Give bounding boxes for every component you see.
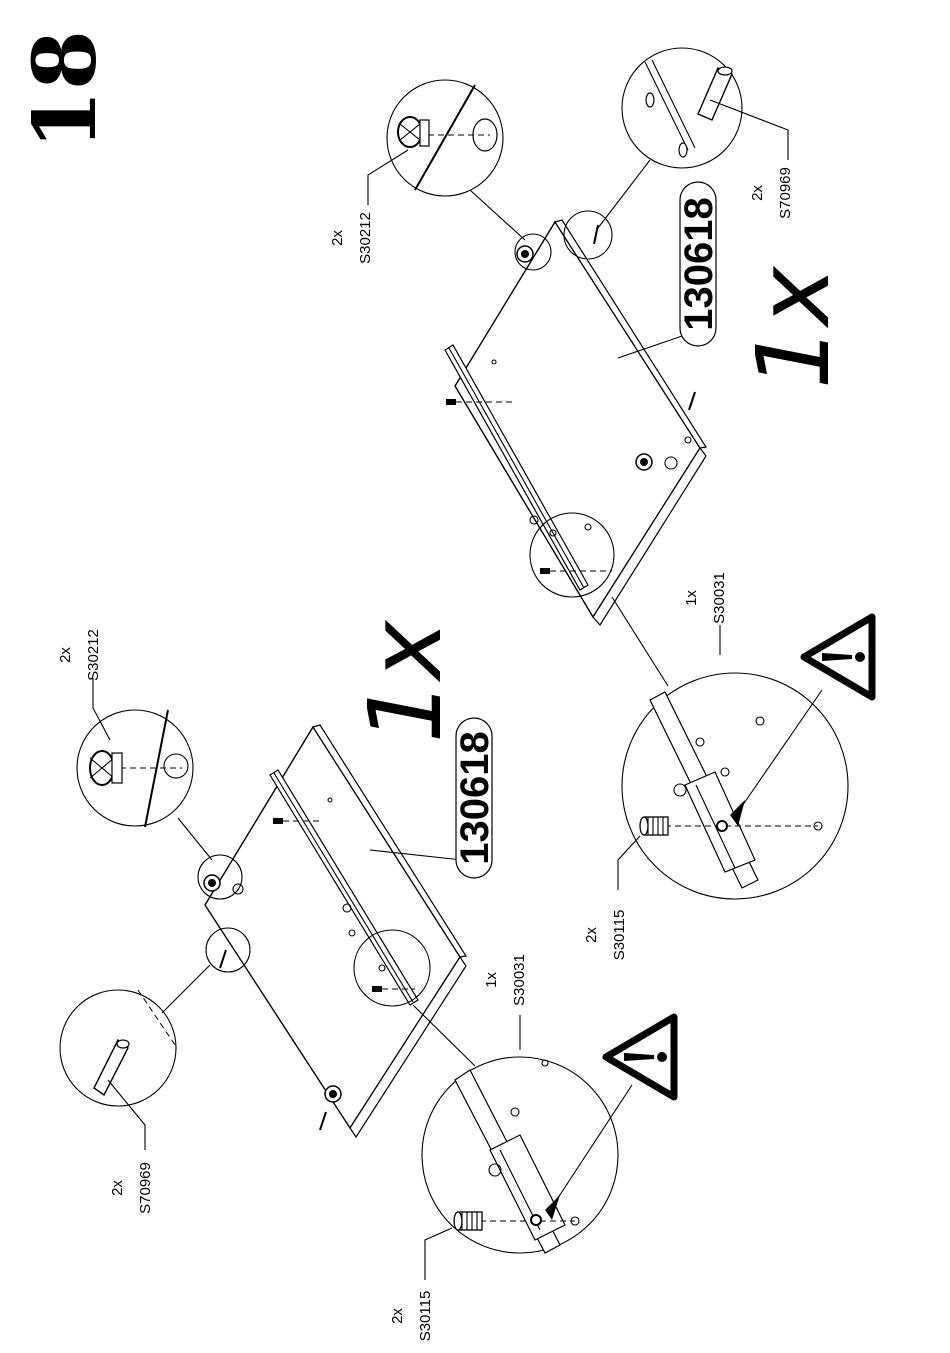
cam-lock-detail: 2x S30212 [329, 80, 525, 264]
screw-icon [454, 1212, 482, 1230]
screw-code: S30115 [611, 910, 628, 961]
assembly-1: 2x S30212 2x S70969 130618 1x [57, 619, 674, 1342]
cam-lock-icon [90, 751, 122, 785]
screw-qty: 2x [389, 1308, 406, 1324]
panel-quantity: 1x [347, 619, 464, 744]
cam-lock-code: S30212 [85, 629, 102, 681]
panel-130618 [445, 220, 706, 625]
assembly-2: 2x S30212 2x S70969 130618 1x [329, 48, 872, 960]
dowel-qty: 2x [749, 185, 766, 201]
drawer-rail-icon [650, 692, 758, 888]
dowel-qty: 2x [109, 1180, 126, 1196]
dowel-icon [94, 1040, 129, 1095]
rail-qty: 1x [683, 590, 700, 606]
part-number: 130618 [677, 197, 721, 330]
screw-icon [640, 817, 668, 835]
dowel-code: S70969 [777, 167, 794, 219]
dowel-icon [698, 67, 732, 120]
part-number-badge: 130618 [677, 182, 721, 346]
warning-triangle-icon [804, 617, 872, 697]
rail-screw-detail: 1x S30031 2x S30115 [583, 572, 872, 960]
screw-qty: 2x [583, 927, 600, 943]
screw-code: S30115 [417, 1291, 434, 1342]
rail-qty: 1x [483, 972, 500, 988]
cam-lock-icon [398, 117, 429, 147]
part-number: 130618 [453, 731, 497, 864]
panel-quantity: 1x [735, 265, 852, 390]
cam-lock-qty: 2x [329, 230, 346, 246]
panel-130618 [204, 725, 466, 1137]
rail-code: S30031 [711, 572, 728, 624]
step-number: 18 [15, 30, 116, 150]
rail-code: S30031 [511, 954, 528, 1006]
cam-lock-detail: 2x S30212 [57, 629, 212, 860]
dowel-code: S70969 [137, 1162, 154, 1214]
cam-lock-qty: 2x [57, 647, 74, 663]
dowel-detail: 2x S70969 [60, 965, 210, 1214]
warning-triangle-icon [606, 1017, 674, 1097]
cam-lock-code: S30212 [357, 212, 374, 264]
